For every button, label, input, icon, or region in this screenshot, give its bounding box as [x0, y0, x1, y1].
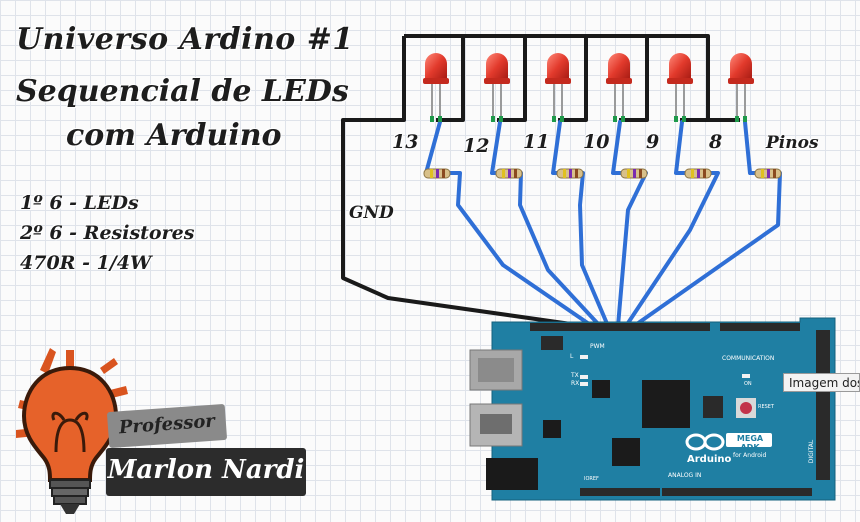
board-analog-label: ANALOG IN: [668, 472, 702, 479]
professor-text: Professor: [118, 410, 216, 439]
top-header-pwm: [530, 323, 710, 331]
board-on-label: ON: [744, 381, 752, 387]
wire-pin-11: [551, 120, 610, 328]
gnd-wiring: [341, 34, 740, 328]
gnd-loop-led-4: [586, 34, 649, 122]
chip-3: [543, 420, 561, 438]
board-ioref-label: IOREF: [584, 476, 599, 482]
gnd-bus-top: [341, 36, 586, 328]
board-rx-label: RX: [571, 380, 580, 387]
chip-4: [612, 438, 640, 466]
spec-resistor-value: 470R - 1/4W: [20, 252, 152, 274]
title-line-3: com Arduino: [66, 118, 282, 153]
board-digital-label: DIGITAL: [808, 439, 816, 464]
leds: [423, 53, 754, 122]
board-reset-label: RESET: [758, 404, 775, 410]
led-6: [728, 53, 754, 122]
board-l-label: L: [570, 353, 574, 360]
icsp-header-2: [703, 396, 723, 418]
wire-pin-10: [611, 120, 648, 328]
board-model-sub: for Android: [733, 452, 767, 459]
author-name: Marlon Nardi: [107, 455, 305, 485]
title-line-2: Sequencial de LEDs: [16, 74, 349, 109]
board-brand: Arduino: [687, 454, 732, 465]
title-line-1: Universo Ardino #1: [16, 22, 354, 57]
bottom-header-power: [580, 488, 660, 496]
right-header: [816, 330, 830, 480]
spec-resistors: 2º 6 - Resistores: [20, 222, 195, 244]
model-badge: [726, 433, 772, 447]
resistors: [423, 168, 782, 179]
spec-leds: 1º 6 - LEDs: [20, 192, 139, 214]
small-chip: [592, 380, 610, 398]
board-pwm-label: PWM: [590, 343, 605, 350]
pin-label-13: 13: [392, 131, 419, 153]
wire-pin-12: [490, 120, 602, 328]
gnd-loop-led-3: [525, 34, 588, 122]
gnd-loop-led-6: [706, 36, 740, 122]
resistor-5: [684, 168, 712, 179]
pin-label-9: 9: [646, 131, 660, 153]
pin-label-10: 10: [583, 131, 610, 153]
resistor-2: [495, 168, 523, 179]
image-tooltip: Imagem dos: [783, 373, 860, 392]
led-1: [423, 53, 449, 122]
resistor-4: [620, 168, 648, 179]
pin-label-8: 8: [709, 131, 723, 153]
board-comm-label: COMMUNICATION: [722, 355, 775, 362]
wire-pin-13: [424, 120, 594, 328]
gnd-loop-led-1: [404, 34, 465, 122]
top-header-comm: [720, 323, 800, 331]
gnd-label: GND: [349, 203, 394, 223]
led-4: [606, 53, 632, 122]
bottom-header-analog: [662, 488, 812, 496]
wire-pin-9: [624, 120, 720, 328]
name-banner: Marlon Nardi: [106, 448, 306, 496]
power-jack: [486, 458, 538, 490]
board-model: MEGA ADK: [736, 434, 764, 452]
main-chip: [642, 380, 690, 428]
led-5: [667, 53, 693, 122]
resistor-1: [423, 168, 451, 179]
pin-label-12: 12: [463, 135, 490, 157]
gnd-loop-led-2: [463, 34, 527, 122]
resistor-6: [754, 168, 782, 179]
arduino-logo-icon: [685, 433, 725, 451]
pinos-label: Pinos: [766, 133, 819, 153]
board-tx-label: TX: [571, 372, 579, 379]
pin-label-11: 11: [523, 131, 550, 153]
led-2: [484, 53, 510, 122]
icsp-header: [541, 336, 563, 350]
resistor-3: [556, 168, 584, 179]
led-3: [545, 53, 571, 122]
arduino-board: [469, 317, 836, 501]
